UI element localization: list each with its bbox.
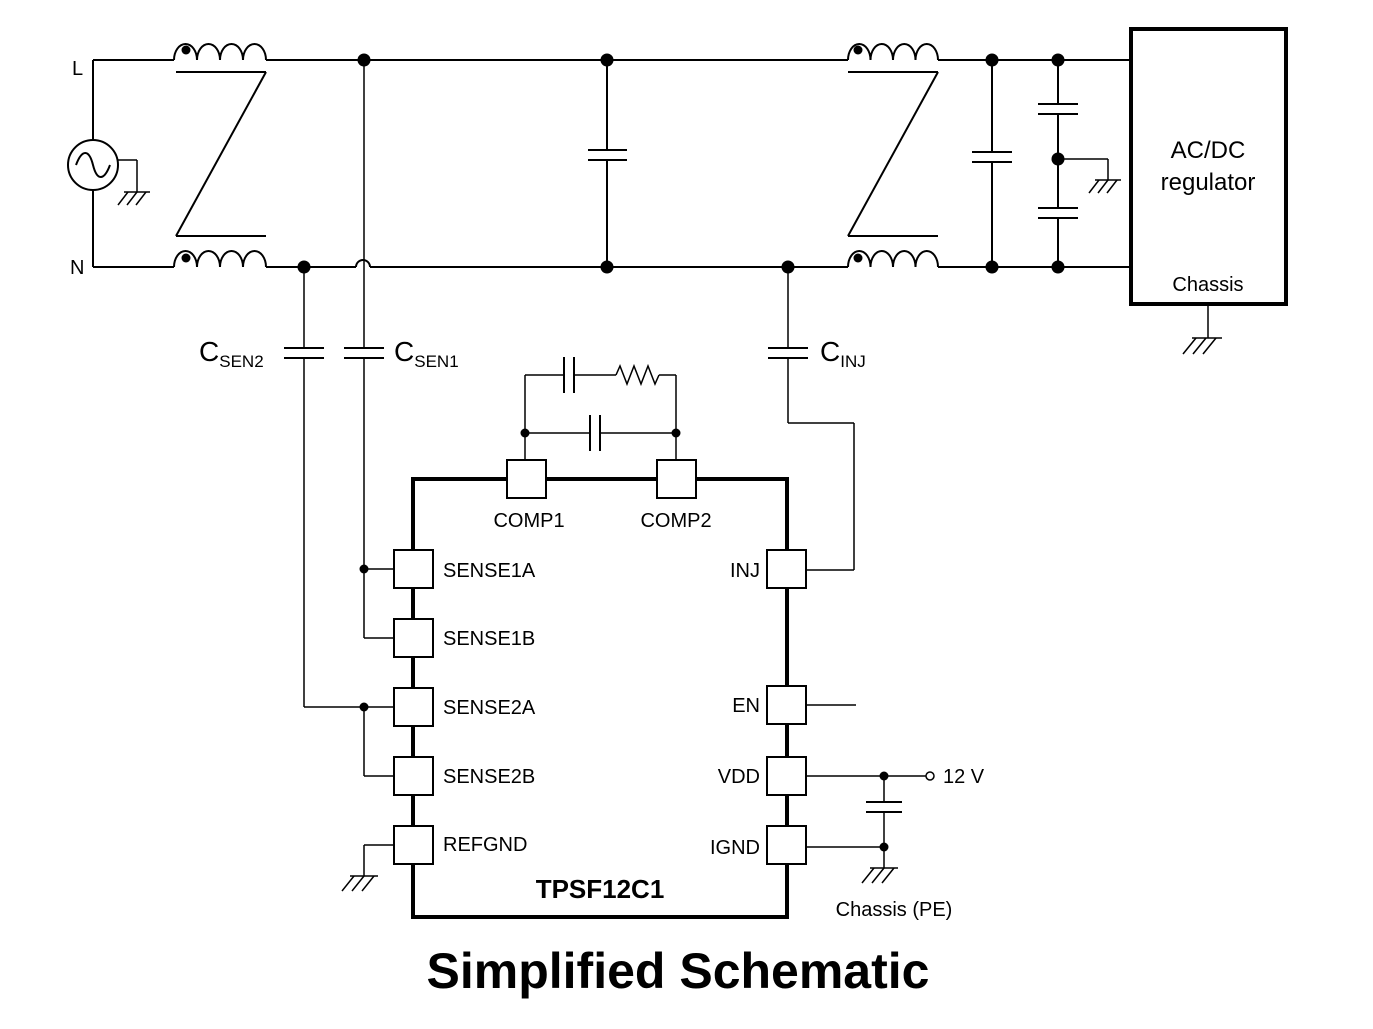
pin-sense2a-label: SENSE2A — [443, 697, 536, 719]
junction-dots — [297, 53, 1065, 274]
ac-source-icon — [67, 60, 138, 267]
line-n-label: N — [70, 257, 84, 279]
ground-icon — [341, 875, 378, 892]
supply-wiring — [806, 704, 935, 868]
resistor-icon — [615, 363, 660, 387]
pin-en-label: EN — [732, 695, 760, 717]
pin-sense1a — [393, 549, 434, 589]
capacitor-icon — [1038, 60, 1109, 267]
capacitor-icon — [768, 267, 855, 571]
pin-comp2 — [656, 459, 697, 499]
pin-vdd-label: VDD — [718, 766, 760, 788]
capacitor-icon — [284, 267, 324, 707]
ground-icon — [861, 867, 898, 884]
ac-dc-regulator: AC/DC regulator Chassis — [1129, 27, 1288, 338]
pin-comp1 — [506, 459, 547, 499]
line-l-label: L — [72, 58, 83, 80]
chassis-pe-label: Chassis (PE) — [836, 899, 953, 921]
pin-vdd — [766, 756, 807, 796]
csen1-label: CSEN1 — [394, 336, 459, 371]
pin-inj-label: INJ — [730, 560, 760, 582]
pin-en — [766, 685, 807, 725]
compensation-network — [520, 357, 681, 460]
ground-icon — [1088, 179, 1121, 194]
pin-comp1-label: COMP1 — [493, 510, 564, 532]
csen2-label: CSEN2 — [199, 336, 264, 371]
regulator-chassis-label: Chassis — [1172, 274, 1243, 296]
chip-name: TPSF12C1 — [536, 874, 665, 904]
pin-ignd — [766, 825, 807, 865]
pin-sense2b-label: SENSE2B — [443, 766, 535, 788]
regulator-label-line2: regulator — [1161, 169, 1256, 196]
inductor-icon — [847, 43, 939, 268]
capacitor-icon — [344, 60, 384, 638]
ground-icon — [117, 191, 150, 206]
inductor-icon — [173, 43, 267, 268]
ground-icon — [1182, 337, 1222, 355]
pin-sense1b — [393, 618, 434, 658]
pin-sense1b-label: SENSE1B — [443, 628, 535, 650]
pin-sense2b — [393, 756, 434, 796]
pin-sense2a — [393, 687, 434, 727]
supply-terminal — [925, 771, 935, 781]
cinj-label: CINJ — [820, 336, 866, 371]
capacitor-icon — [972, 60, 1012, 267]
pin-inj — [766, 549, 807, 589]
capacitor-icon — [588, 60, 627, 267]
supply-label: 12 V — [943, 766, 985, 788]
pin-comp2-label: COMP2 — [640, 510, 711, 532]
pin-sense1a-label: SENSE1A — [443, 560, 536, 582]
pin-ignd-label: IGND — [710, 837, 760, 859]
regulator-label-line1: AC/DC — [1171, 137, 1246, 164]
sense-wiring — [304, 564, 394, 876]
diagram-title: Simplified Schematic — [427, 943, 930, 999]
pin-refgnd — [393, 825, 434, 865]
left-pins — [393, 549, 434, 865]
pin-refgnd-label: REFGND — [443, 834, 527, 856]
right-pins — [766, 549, 807, 865]
